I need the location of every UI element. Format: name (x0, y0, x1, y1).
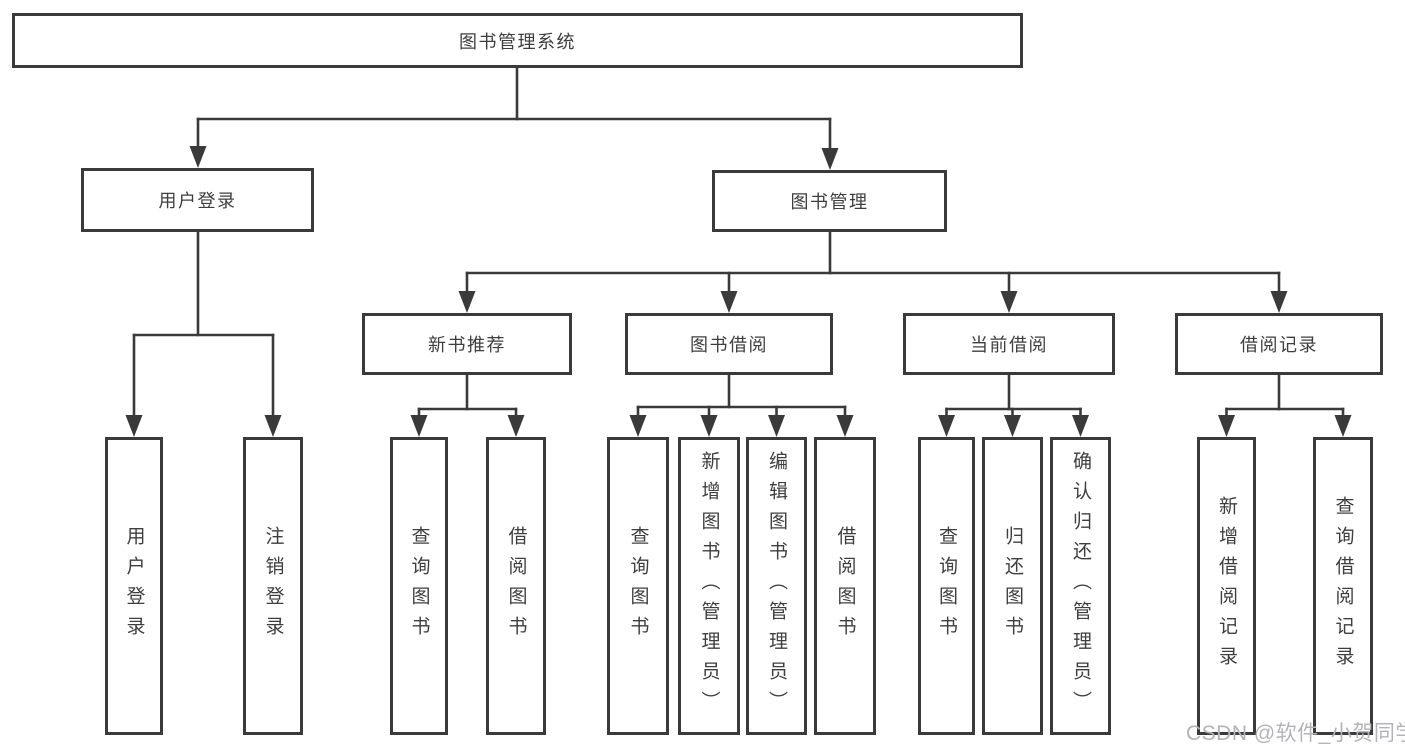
leaf-records-query-record-label: 查询借阅记录 (1332, 496, 1354, 676)
watermark-text: CSDN @软件_小贺同学 (1186, 722, 1405, 745)
leaf-current-confirm-return-admin: 确认归还（管理员） (1050, 437, 1111, 735)
leaf-borrowing-add-books-admin-label: 新增图书（管理员） (698, 451, 720, 721)
node-new-book-recommend: 新书推荐 (362, 313, 572, 375)
leaf-user-login: 用户登录 (105, 437, 163, 735)
node-current-borrowing-label: 当前借阅 (970, 335, 1048, 355)
leaf-newbooks-borrow-books: 借阅图书 (486, 437, 546, 735)
node-library-system-label: 图书管理系统 (459, 31, 576, 52)
leaf-borrowing-borrow-books-label: 借阅图书 (834, 526, 856, 646)
leaf-borrowing-query-books-label: 查询图书 (627, 526, 649, 646)
node-book-management: 图书管理 (712, 170, 947, 232)
leaf-newbooks-borrow-books-label: 借阅图书 (505, 526, 527, 646)
node-new-book-recommend-label: 新书推荐 (428, 335, 506, 355)
node-borrowing-records: 借阅记录 (1175, 313, 1383, 375)
leaf-current-query-books-label: 查询图书 (936, 526, 957, 646)
node-borrowing-records-label: 借阅记录 (1240, 335, 1318, 355)
leaf-borrowing-edit-books-admin: 编辑图书（管理员） (746, 437, 807, 735)
leaf-current-return-books-label: 归还图书 (1002, 526, 1023, 646)
leaf-logout-label: 注销登录 (262, 526, 284, 646)
leaf-user-login-label: 用户登录 (123, 526, 145, 646)
leaf-borrowing-borrow-books: 借阅图书 (814, 437, 876, 735)
node-book-borrowing: 图书借阅 (625, 313, 833, 375)
leaf-records-add-record-label: 新增借阅记录 (1216, 496, 1237, 676)
leaf-current-confirm-return-admin-label: 确认归还（管理员） (1070, 451, 1091, 721)
node-book-management-label: 图书管理 (790, 192, 869, 212)
leaf-borrowing-query-books: 查询图书 (607, 437, 669, 735)
node-current-borrowing: 当前借阅 (903, 313, 1115, 375)
node-user-login: 用户登录 (81, 168, 314, 232)
leaf-current-return-books: 归还图书 (982, 437, 1043, 735)
leaf-newbooks-query-books-label: 查询图书 (408, 526, 430, 646)
leaf-current-query-books: 查询图书 (918, 437, 975, 735)
leaf-records-add-record: 新增借阅记录 (1197, 437, 1256, 735)
leaf-logout: 注销登录 (243, 437, 303, 735)
node-book-borrowing-label: 图书借阅 (690, 335, 768, 355)
leaf-borrowing-edit-books-admin-label: 编辑图书（管理员） (766, 451, 787, 721)
leaf-borrowing-add-books-admin: 新增图书（管理员） (678, 437, 740, 735)
leaf-newbooks-query-books: 查询图书 (390, 437, 448, 735)
node-library-system: 图书管理系统 (12, 13, 1023, 68)
leaf-records-query-record: 查询借阅记录 (1313, 437, 1373, 735)
node-user-login-label: 用户登录 (158, 191, 237, 211)
